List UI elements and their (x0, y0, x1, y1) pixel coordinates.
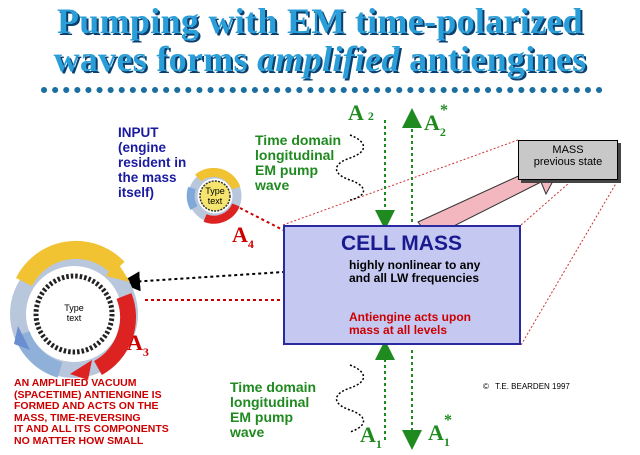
a1star-subscript: 1 (443, 435, 450, 449)
label-a1: A1 (360, 422, 382, 451)
input-label: INPUT (engine resident in the mass itsel… (118, 125, 186, 200)
title-line-1: Pumping with EM time-polarized (57, 1, 583, 41)
copyright-icon: © (483, 382, 489, 391)
label-a2-star: A2 * (424, 102, 448, 139)
amplified-line-3: FORMED AND ACTS ON THE (14, 400, 159, 412)
input-line-4: the mass (118, 170, 177, 185)
cell-line-2: and all LW frequencies (349, 271, 480, 285)
a4-subscript: 4 (247, 237, 254, 251)
amplified-line-1: AN AMPLIFIED VACUUM (14, 377, 137, 389)
a2star-superscript: * (440, 102, 448, 119)
pump-bottom-line-2: longitudinal (230, 394, 310, 410)
amplified-line-4: MASS, TIME-REVERSING (14, 411, 141, 424)
mass-prev-line-1: MASS (552, 144, 584, 156)
a1-subscript: 1 (375, 437, 382, 451)
pump-top-line-3: EM pump (255, 162, 318, 178)
a2-letter: A (348, 100, 364, 125)
small-rotor (186, 167, 242, 224)
pump-top-line-1: Time domain (255, 132, 342, 148)
copyright-text: T.E. BEARDEN 1997 (495, 382, 570, 391)
big-rotor (10, 240, 138, 380)
amplified-line-6: NO MATTER HOW SMALL (14, 434, 144, 447)
pump-wave-bottom-label: Time domain longitudinal EM pump wave (230, 380, 316, 440)
input-line-3: resident in (118, 155, 187, 170)
label-a3: A3 (127, 330, 149, 359)
cell-red-line-2: mass at all levels (349, 323, 448, 337)
cell-mass-box: CELL MASS highly nonlinear to any and al… (283, 225, 521, 345)
pump-bottom-line-1: Time domain (230, 379, 317, 395)
a3-subscript: 3 (142, 345, 149, 359)
small-core-line-2: text (207, 196, 223, 206)
green-dotted-lines (375, 108, 422, 450)
big-core-line-1: Type (64, 303, 84, 313)
a1-letter: A (360, 422, 376, 447)
label-a4: A4 (232, 222, 254, 251)
cell-red-line-1: Antiengine acts upon (349, 310, 472, 324)
a3-letter: A (127, 330, 143, 355)
mass-previous-state-box: MASS previous state (518, 140, 618, 180)
amplified-antiengine-caption: AN AMPLIFIED VACUUM (SPACETIME) ANTIENGI… (14, 377, 169, 447)
pump-top-line-2: longitudinal (255, 147, 335, 163)
a2star-subscript: 2 (439, 125, 446, 139)
perspective-lines (282, 139, 619, 346)
big-rotor-core-text: Type text (56, 303, 92, 323)
small-core-line-1: Type (205, 186, 225, 196)
input-line-2: (engine (118, 140, 167, 155)
small-rotor-core-text: Type text (200, 186, 230, 206)
pump-top-line-4: wave (255, 177, 290, 193)
title-line-2-post: antiengines (399, 39, 587, 79)
big-core-line-2: text (66, 313, 82, 323)
cell-mass-title: CELL MASS (341, 232, 462, 255)
title-line-2-emphasis: amplified (257, 39, 400, 79)
amplified-line-5: IT AND ALL ITS COMPONENTS (14, 423, 169, 435)
input-line-1: INPUT (118, 125, 159, 140)
wave-squiggles (335, 134, 365, 433)
a2-subscript: 2 (367, 109, 374, 123)
a1star-superscript: * (444, 412, 452, 429)
copyright: © T.E. BEARDEN 1997 (483, 382, 570, 391)
cell-mass-description: highly nonlinear to any and all LW frequ… (349, 259, 480, 285)
pump-bottom-line-4: wave (230, 424, 265, 440)
pump-wave-top-label: Time domain longitudinal EM pump wave (255, 133, 341, 193)
amplified-line-2: (SPACETIME) ANTIENGINE IS (14, 388, 162, 401)
pump-bottom-line-3: EM pump (230, 409, 293, 425)
label-a1-star: A1 * (428, 412, 452, 449)
a4-letter: A (232, 222, 248, 247)
title-line-2-pre: waves forms (53, 39, 258, 79)
input-line-5: itself) (118, 185, 155, 200)
cell-line-1: highly nonlinear to any (349, 258, 481, 272)
mass-prev-line-2: previous state (533, 156, 603, 168)
title-line-2: waves forms amplified antiengines (0, 40, 640, 78)
cell-mass-antiengine-note: Antiengine acts upon mass at all levels (349, 311, 471, 337)
a2star-letter: A (424, 110, 440, 135)
a1star-letter: A (428, 420, 444, 445)
